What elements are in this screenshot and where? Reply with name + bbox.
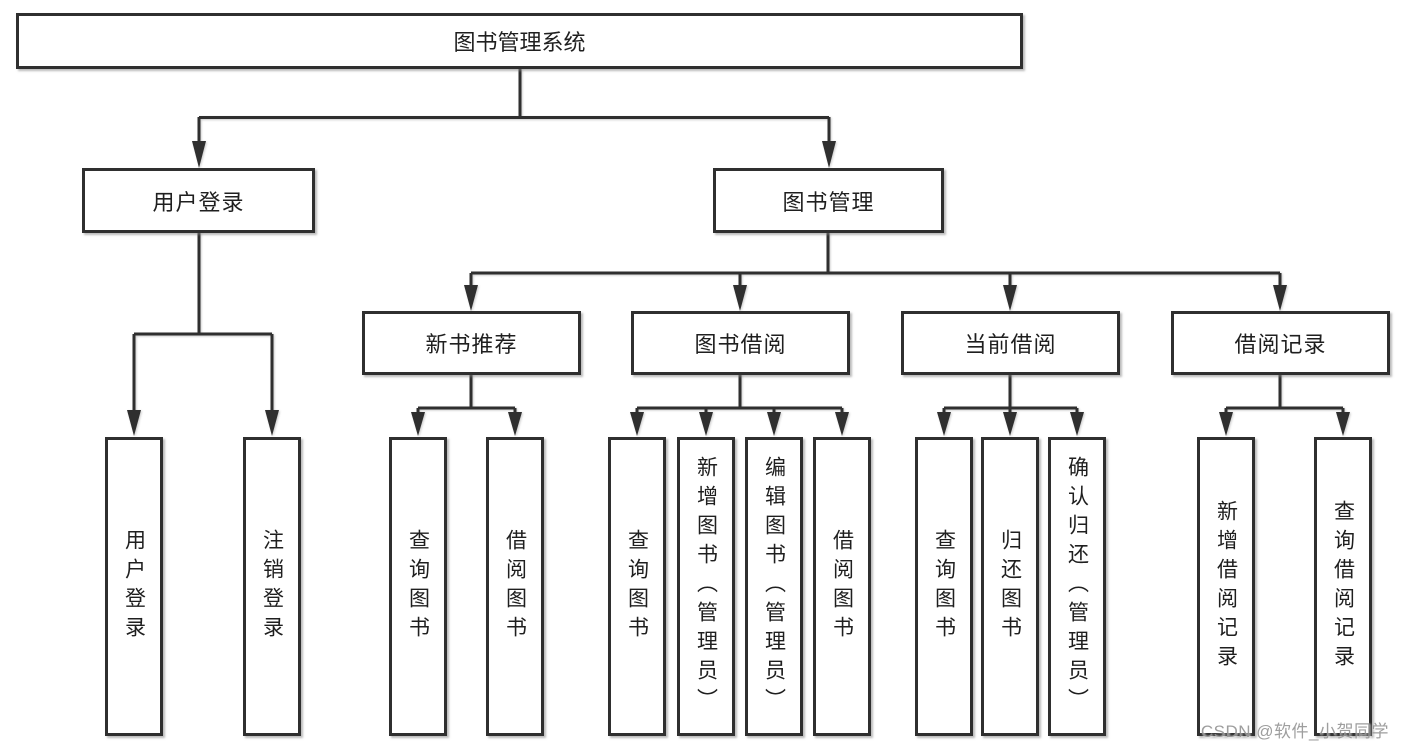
leaf-return-books: 归还图书 <box>981 437 1039 736</box>
node-book-borrow: 图书借阅 <box>631 311 850 375</box>
root-node-label: 图书管理系统 <box>453 30 586 55</box>
leaf-label: 新增借阅记录 <box>1214 499 1238 674</box>
leaf-query-borrow-record: 查询借阅记录 <box>1314 437 1372 736</box>
node-label: 新书推荐 <box>425 332 518 357</box>
leaf-label: 查询图书 <box>932 528 956 645</box>
leaf-label: 编辑图书（管理员） <box>762 456 786 717</box>
leaf-confirm-return-admin: 确认归还（管理员） <box>1048 437 1106 736</box>
leaf-label: 借阅图书 <box>830 528 854 645</box>
node-borrow-records: 借阅记录 <box>1171 311 1390 375</box>
leaf-label: 用户登录 <box>122 528 146 645</box>
node-label: 图书借阅 <box>694 332 787 357</box>
node-new-book-recommend: 新书推荐 <box>362 311 581 375</box>
leaf-query-books: 查询图书 <box>608 437 666 736</box>
node-current-borrow: 当前借阅 <box>901 311 1120 375</box>
leaf-label: 查询借阅记录 <box>1331 499 1355 674</box>
leaf-label: 查询图书 <box>406 528 430 645</box>
leaf-label: 注销登录 <box>260 528 284 645</box>
root-node-library-system: 图书管理系统 <box>16 13 1023 69</box>
leaf-query-books: 查询图书 <box>389 437 447 736</box>
leaf-add-book-admin: 新增图书（管理员） <box>677 437 735 736</box>
leaf-borrow-books: 借阅图书 <box>813 437 871 736</box>
leaf-label: 确认归还（管理员） <box>1065 456 1089 717</box>
leaf-logout: 注销登录 <box>243 437 301 736</box>
csdn-watermark: CSDN @软件_小贺同学 <box>1200 722 1389 741</box>
node-book-management: 图书管理 <box>713 168 944 233</box>
node-label: 借阅记录 <box>1234 332 1327 357</box>
leaf-label: 新增图书（管理员） <box>694 456 718 717</box>
leaf-label: 查询图书 <box>625 528 649 645</box>
node-label: 用户登录 <box>152 189 245 215</box>
node-user-login: 用户登录 <box>82 168 315 233</box>
leaf-label: 借阅图书 <box>503 528 527 645</box>
node-label: 图书管理 <box>782 189 875 215</box>
leaf-query-books: 查询图书 <box>915 437 973 736</box>
leaf-add-borrow-record: 新增借阅记录 <box>1197 437 1255 736</box>
node-label: 当前借阅 <box>964 332 1057 357</box>
leaf-label: 归还图书 <box>998 528 1022 645</box>
leaf-borrow-books: 借阅图书 <box>486 437 544 736</box>
leaf-edit-book-admin: 编辑图书（管理员） <box>745 437 803 736</box>
leaf-user-login: 用户登录 <box>105 437 163 736</box>
